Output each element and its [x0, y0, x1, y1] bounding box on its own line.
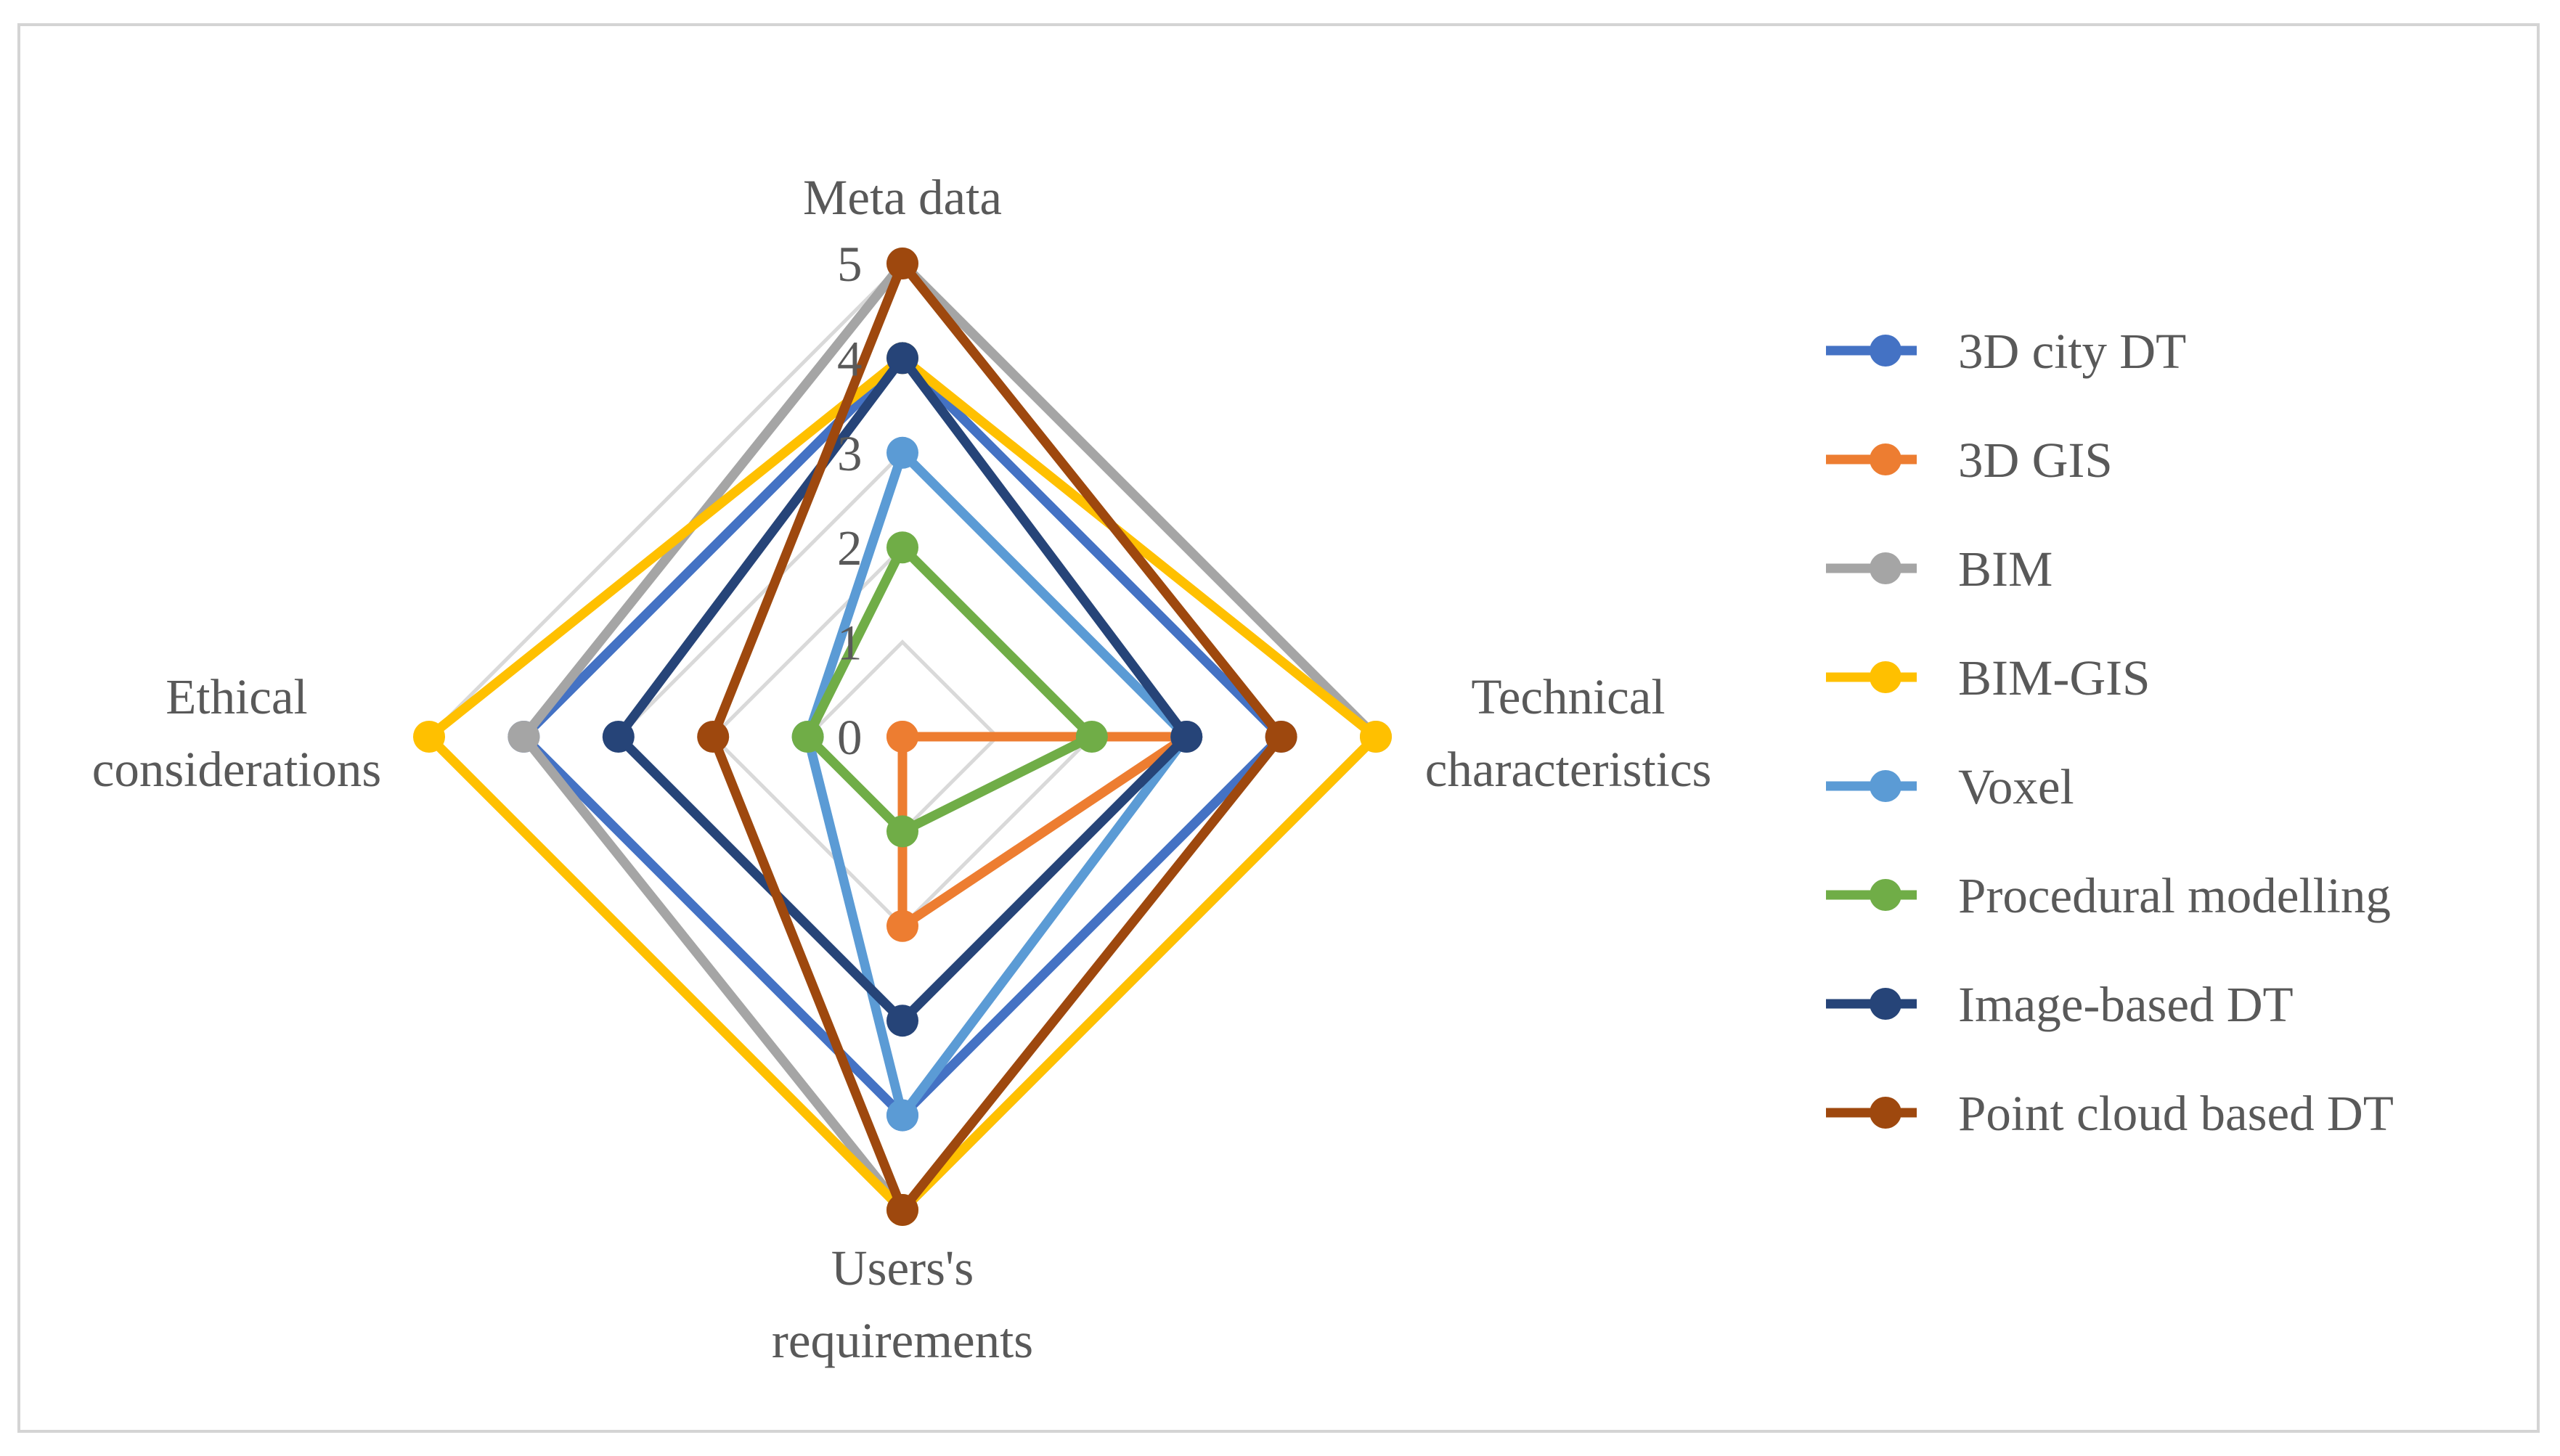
legend: 3D city DT 3D GIS BIM BIM-GIS VoxelProcedura…	[1826, 324, 2394, 1141]
series-point-procedural-modelling-1	[1075, 721, 1108, 753]
tick-label-2: 2	[837, 520, 863, 576]
series-point-bim-3	[507, 721, 540, 753]
legend-label-3d-gis: 3D GIS	[1958, 433, 2113, 488]
series-point-point-cloud-based-dt-2	[886, 1194, 918, 1226]
tick-label-4: 4	[837, 331, 863, 386]
series-point-image-based-dt-0	[886, 342, 918, 375]
axis-label-2-line-0: Users's	[831, 1240, 974, 1296]
axis-label-1-line-1: characteristics	[1425, 742, 1712, 797]
series-point-point-cloud-based-dt-3	[697, 721, 730, 753]
series-point-3d-gis-3	[886, 721, 918, 753]
series-point-voxel-2	[886, 1099, 918, 1132]
series-point-procedural-modelling-3	[791, 721, 824, 753]
legend-label-point-cloud-based-dt: Point cloud based DT	[1958, 1086, 2394, 1141]
series-point-image-based-dt-1	[1170, 721, 1203, 753]
axis-label-3-line-0: Ethical	[166, 669, 307, 724]
legend-marker-point-cloud-based-dt	[1870, 1097, 1901, 1129]
radial-tick-labels: 0 1 2 3 4 5	[837, 237, 863, 765]
series-point-procedural-modelling-0	[886, 531, 918, 564]
series-point-3d-gis-2	[886, 909, 918, 942]
legend-label-image-based-dt: Image-based DT	[1958, 977, 2294, 1032]
tick-label-1: 1	[837, 615, 863, 671]
tick-label-0: 0	[837, 710, 863, 765]
axis-label-1-line-0: Technical	[1471, 669, 1665, 724]
legend-marker-voxel	[1870, 770, 1901, 802]
series-point-bim-gis-1	[1360, 721, 1392, 753]
series-point-point-cloud-based-dt-1	[1265, 721, 1297, 753]
axis-label-0-line-0: Meta data	[803, 170, 1002, 225]
legend-marker-bim	[1870, 552, 1901, 584]
series-point-image-based-dt-2	[886, 1005, 918, 1037]
legend-marker-image-based-dt	[1870, 988, 1901, 1020]
radar-series	[413, 248, 1392, 1226]
axis-label-3-line-1: considerations	[92, 742, 382, 797]
legend-marker-3d-gis	[1870, 443, 1901, 475]
legend-marker-3d-city-dt	[1870, 335, 1901, 367]
axis-label-2-line-1: requirements	[772, 1313, 1033, 1368]
series-point-bim-gis-3	[413, 721, 445, 753]
legend-label-procedural-modelling: Procedural modelling	[1958, 868, 2391, 923]
tick-label-5: 5	[837, 237, 863, 292]
legend-label-voxel: Voxel	[1958, 759, 2074, 814]
series-point-point-cloud-based-dt-0	[886, 248, 918, 279]
tick-label-3: 3	[837, 426, 863, 481]
legend-label-3d-city-dt: 3D city DT	[1958, 324, 2186, 379]
series-point-image-based-dt-3	[602, 721, 635, 753]
legend-marker-bim-gis	[1870, 661, 1901, 693]
legend-label-bim-gis: BIM-GIS	[1958, 650, 2151, 705]
series-point-procedural-modelling-2	[886, 815, 918, 848]
legend-marker-procedural-modelling	[1870, 879, 1901, 911]
legend-label-bim: BIM	[1958, 541, 2053, 597]
series-point-voxel-0	[886, 436, 918, 469]
